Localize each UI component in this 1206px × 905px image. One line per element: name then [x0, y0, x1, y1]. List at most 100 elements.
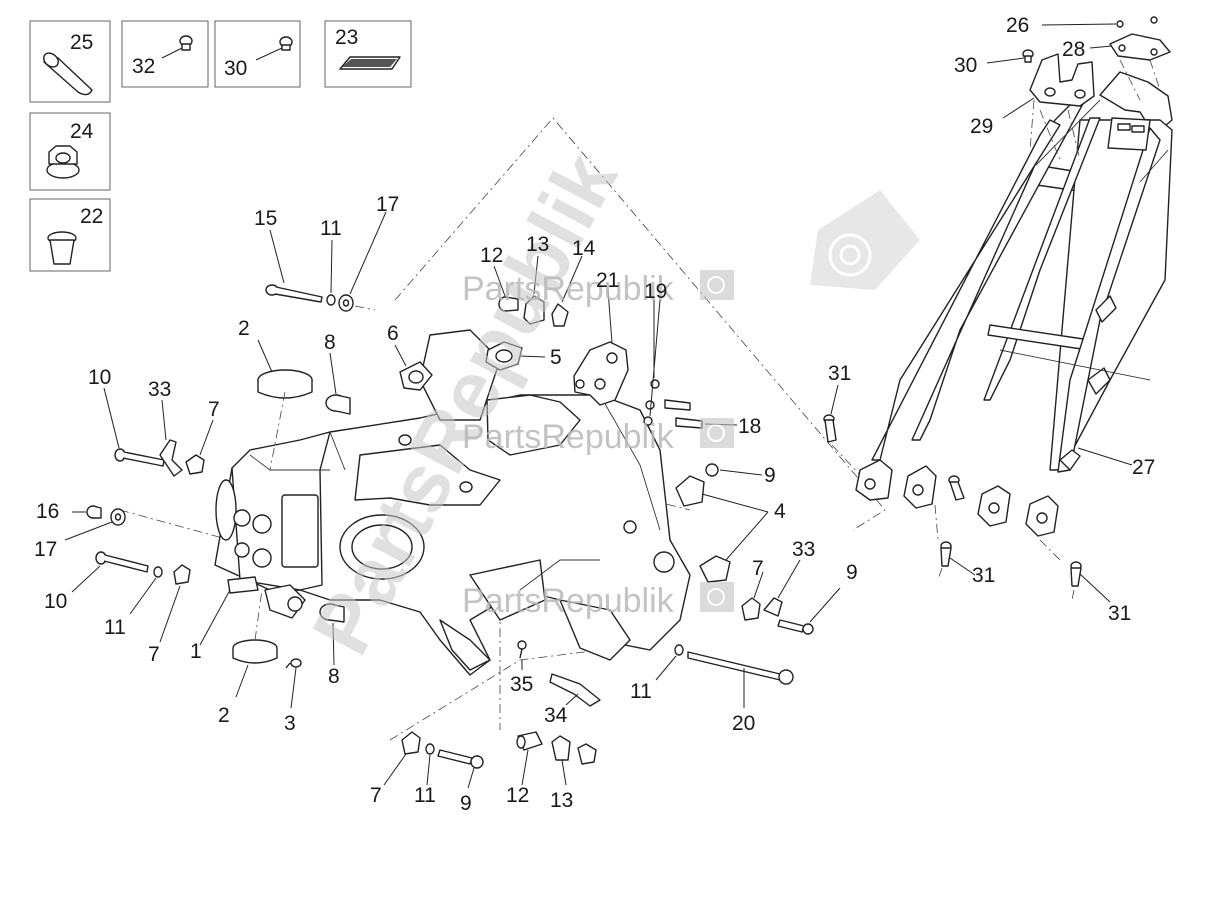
block-7a[interactable] — [185, 454, 205, 475]
washer-17b[interactable] — [110, 508, 126, 526]
callout-17[interactable]: 17 — [376, 193, 399, 216]
bearing-ring-top[interactable] — [257, 369, 313, 399]
callout-11[interactable]: 11 — [630, 680, 652, 703]
callout-15[interactable]: 15 — [254, 207, 277, 230]
callout-23[interactable]: 23 — [335, 26, 358, 49]
callout-21[interactable]: 21 — [596, 269, 619, 292]
bushing-8b[interactable] — [319, 603, 345, 623]
washer-11b[interactable] — [153, 566, 163, 578]
callout-14[interactable]: 14 — [572, 237, 596, 260]
washer-11a[interactable] — [326, 294, 336, 306]
callout-9[interactable]: 9 — [764, 464, 776, 487]
callout-10[interactable]: 10 — [44, 590, 67, 613]
part-box-24[interactable] — [29, 112, 111, 191]
callout-31[interactable]: 31 — [972, 564, 995, 587]
bushing-8a[interactable] — [325, 394, 351, 415]
part-box-22[interactable] — [29, 198, 111, 272]
callout-11[interactable]: 11 — [320, 217, 342, 240]
callout-7[interactable]: 7 — [148, 643, 160, 666]
callout-16[interactable]: 16 — [36, 500, 59, 523]
callout-2[interactable]: 2 — [218, 704, 230, 727]
bolt-31-mid[interactable] — [948, 475, 965, 501]
callout-6[interactable]: 6 — [387, 322, 399, 345]
callout-30[interactable]: 30 — [954, 54, 977, 77]
screw-3[interactable] — [285, 658, 302, 669]
washer-11d[interactable] — [425, 743, 435, 755]
part-box-30a[interactable] — [214, 20, 301, 88]
callout-4[interactable]: 4 — [774, 500, 786, 523]
bolt-15[interactable] — [265, 284, 323, 303]
part-box-32[interactable] — [121, 20, 209, 88]
callout-31[interactable]: 31 — [828, 362, 851, 385]
bushing-12a[interactable] — [498, 296, 519, 312]
callout-33[interactable]: 33 — [792, 538, 815, 561]
bolts-18[interactable] — [664, 399, 703, 429]
bolt-10b[interactable] — [95, 551, 149, 573]
block-7c[interactable] — [741, 597, 761, 621]
main-frame[interactable] — [214, 329, 691, 676]
bracket-33b[interactable] — [763, 597, 783, 617]
callout-11[interactable]: 11 — [104, 616, 126, 639]
bracket-34[interactable] — [549, 673, 601, 707]
screws-19[interactable] — [643, 379, 660, 426]
callout-34[interactable]: 34 — [544, 704, 568, 727]
bearing-ring-bottom[interactable] — [232, 639, 278, 664]
callout-12[interactable]: 12 — [506, 784, 529, 807]
bushing-13a[interactable] — [523, 295, 545, 325]
callout-1[interactable]: 1 — [190, 640, 202, 663]
screws-26[interactable] — [1116, 16, 1158, 28]
washer-17a[interactable] — [338, 294, 354, 312]
callout-11[interactable]: 11 — [414, 784, 436, 807]
callout-8[interactable]: 8 — [328, 665, 340, 688]
callout-35[interactable]: 35 — [510, 673, 533, 696]
screw-30b[interactable] — [1022, 49, 1034, 63]
grommet-6[interactable] — [399, 361, 433, 391]
callout-3[interactable]: 3 — [284, 712, 296, 735]
bolt-9b[interactable] — [777, 619, 814, 635]
bracket-21[interactable] — [573, 341, 629, 406]
screw-35[interactable] — [517, 640, 527, 659]
callout-5[interactable]: 5 — [550, 346, 562, 369]
callout-26[interactable]: 26 — [1006, 14, 1029, 37]
grommet-4a[interactable] — [675, 475, 705, 507]
axle-20[interactable] — [687, 651, 794, 685]
callout-27[interactable]: 27 — [1132, 456, 1155, 479]
callout-7[interactable]: 7 — [208, 398, 220, 421]
callout-17[interactable]: 17 — [34, 538, 57, 561]
callout-8[interactable]: 8 — [324, 331, 336, 354]
callout-13[interactable]: 13 — [526, 233, 549, 256]
bushing-12b[interactable] — [516, 731, 543, 751]
bolt-31c[interactable] — [1070, 561, 1082, 587]
block-7b[interactable] — [173, 564, 191, 585]
callout-19[interactable]: 19 — [644, 280, 667, 303]
callout-7[interactable]: 7 — [370, 784, 382, 807]
clip-14[interactable] — [551, 303, 569, 327]
nut-9a[interactable] — [705, 463, 719, 477]
rear-subframe[interactable] — [855, 71, 1173, 537]
bolt-31a[interactable] — [823, 414, 837, 443]
callout-12[interactable]: 12 — [480, 244, 503, 267]
callout-22[interactable]: 22 — [80, 205, 103, 228]
bracket-28[interactable] — [1109, 33, 1171, 61]
callout-33[interactable]: 33 — [148, 378, 171, 401]
part-box-23[interactable] — [324, 20, 412, 88]
bushing-13b[interactable] — [551, 735, 597, 765]
bracket-33a[interactable] — [159, 439, 183, 477]
mount-bracket-29[interactable] — [1029, 53, 1095, 107]
callout-28[interactable]: 28 — [1062, 38, 1085, 61]
callout-9[interactable]: 9 — [846, 561, 858, 584]
bolt-9c[interactable] — [437, 749, 484, 769]
bolt-10a[interactable] — [114, 448, 165, 467]
callout-20[interactable]: 20 — [732, 712, 755, 735]
plate-5[interactable] — [485, 341, 523, 371]
callout-9[interactable]: 9 — [460, 792, 472, 815]
callout-24[interactable]: 24 — [70, 120, 94, 143]
callout-7[interactable]: 7 — [752, 557, 764, 580]
block-7d[interactable] — [401, 731, 421, 755]
callout-32[interactable]: 32 — [132, 55, 155, 78]
washer-11c[interactable] — [674, 644, 684, 656]
callout-30[interactable]: 30 — [224, 57, 247, 80]
callout-2[interactable]: 2 — [238, 317, 250, 340]
callout-13[interactable]: 13 — [550, 789, 573, 812]
callout-25[interactable]: 25 — [70, 31, 93, 54]
